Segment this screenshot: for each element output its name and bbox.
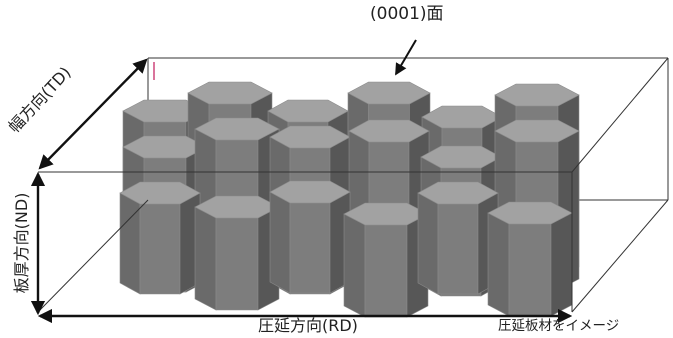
hexagonal-prism-front-5 [487, 201, 573, 317]
prism-front-face [437, 203, 479, 295]
prism-left-face [269, 191, 291, 294]
hexagonal-crystal-grains [119, 81, 580, 318]
prism-front-face [364, 224, 408, 318]
prism-left-face [119, 192, 141, 295]
prism-front-face [215, 217, 259, 311]
td-arrow [38, 58, 148, 170]
prism-top-face [494, 83, 580, 107]
prism-top-face [194, 117, 280, 141]
hexagonal-prism-front-0 [119, 181, 201, 295]
nd-direction-label: 板厚方向(ND) [12, 192, 31, 294]
prism-top-face [348, 119, 430, 143]
hexagonal-prism-front-3 [343, 202, 429, 318]
prism-top-face [494, 119, 580, 143]
hexagonal-prism-front-2 [269, 180, 351, 294]
prism-top-face [119, 181, 201, 205]
rd-direction-label: 圧延方向(RD) [258, 316, 358, 335]
prism-right-face [550, 212, 573, 317]
prism-left-face [487, 212, 510, 317]
face-pointer-arrow [395, 39, 417, 76]
prism-left-face [343, 213, 366, 318]
prism-front-face [289, 202, 331, 294]
figure-caption: 圧延板材をイメージ [498, 318, 620, 334]
prism-front-face [508, 223, 552, 317]
prism-top-face [417, 181, 499, 205]
prism-front-face [139, 203, 181, 295]
prism-left-face [194, 206, 217, 311]
prism-left-face [417, 192, 439, 295]
prism-top-face [269, 180, 351, 204]
prism-top-face [347, 81, 431, 105]
sheet-box-front-edges [37, 57, 669, 313]
basal-plane-label: (0001)面 [370, 4, 444, 24]
prism-top-face [187, 81, 273, 105]
hexagonal-prism-front-4 [417, 181, 499, 295]
hexagonal-prism-front-1 [194, 195, 280, 311]
